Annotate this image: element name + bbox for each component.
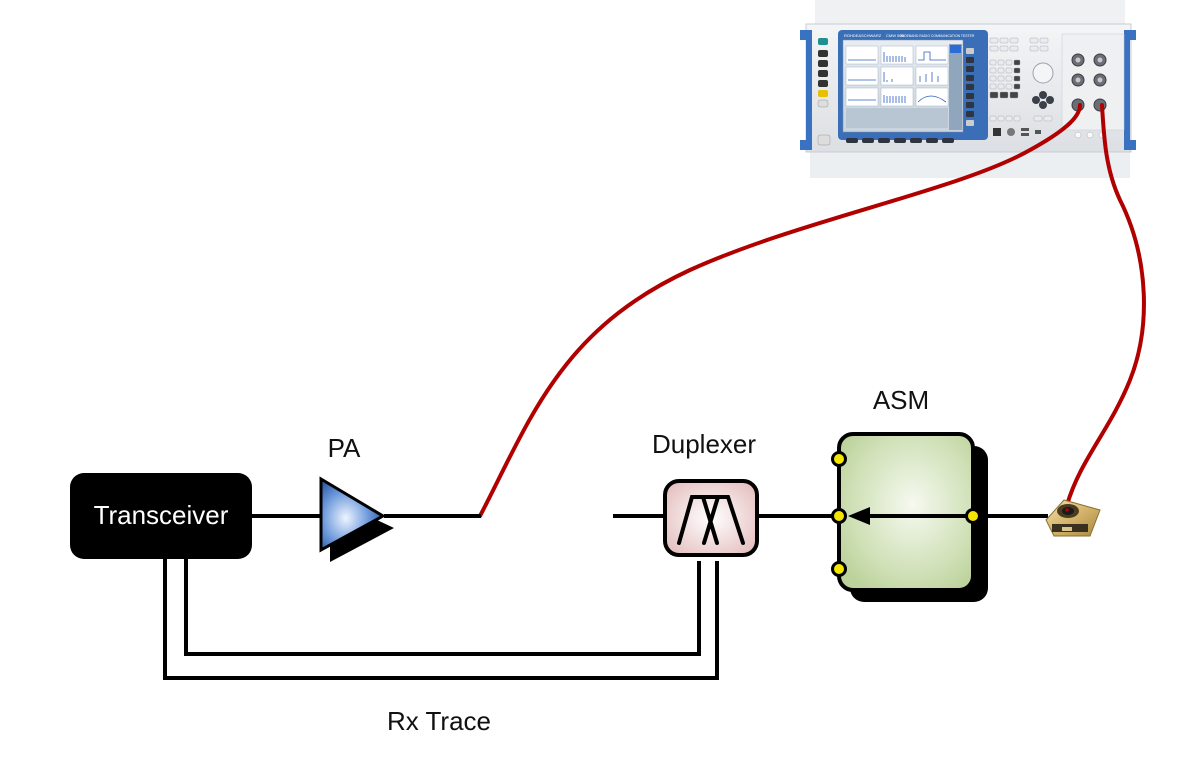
instrument-rf-panel xyxy=(1061,33,1125,131)
instrument-screen-status xyxy=(846,108,948,128)
transceiver-label: Transceiver xyxy=(94,500,229,530)
instrument-softkeys xyxy=(966,48,974,126)
instrument-subtitle: WIDEBAND RADIO COMMUNICATION TESTER xyxy=(900,34,975,38)
instrument-rotary-knob xyxy=(1032,62,1054,84)
rx-trace-outer xyxy=(163,558,719,680)
instrument-screen-softkeys-panel xyxy=(949,44,962,130)
asm-label: ASM xyxy=(873,385,929,415)
instrument-arrow-keys xyxy=(1032,91,1054,109)
pa-amplifier: PA xyxy=(319,433,394,562)
instrument-rf-ports xyxy=(1071,53,1107,112)
duplexer-filter-icon xyxy=(677,495,745,545)
instrument-bottom-softkeys xyxy=(846,138,954,143)
cable-connector-to-tester xyxy=(1065,103,1146,507)
asm-port-1 xyxy=(831,451,847,467)
rx-trace-label: Rx Trace xyxy=(387,706,491,736)
instrument-shadow xyxy=(810,150,1130,178)
transceiver-block: Transceiver xyxy=(70,473,252,559)
instrument-left-buttons xyxy=(817,38,831,146)
rx-trace-inner xyxy=(184,558,701,656)
pa-triangle xyxy=(319,476,387,553)
pa-label: PA xyxy=(328,433,361,463)
duplexer-block: Duplexer xyxy=(652,429,759,557)
asm-port-3 xyxy=(831,561,847,577)
cable-pa-to-tester xyxy=(478,103,1082,518)
asm-port-antenna xyxy=(965,508,981,524)
instrument-handle-right xyxy=(1124,30,1136,150)
duplexer-label: Duplexer xyxy=(652,429,756,459)
instrument-model: CMW 500 xyxy=(886,33,905,38)
instrument-handle-left xyxy=(800,30,812,150)
instrument-brand: ROHDE&SCHWARZ xyxy=(844,33,882,38)
instrument-top xyxy=(815,0,1125,26)
rf-connector xyxy=(1045,499,1101,537)
instrument-keypad xyxy=(989,37,1053,122)
asm-switch: ASM xyxy=(831,385,988,602)
instrument-screen-plots xyxy=(845,45,949,107)
asm-port-2 xyxy=(831,508,847,524)
instrument-cmw500: ROHDE&SCHWARZ CMW 500 WIDEBAND RADIO COM… xyxy=(800,0,1136,178)
asm-arrow-icon xyxy=(848,507,870,525)
rx-trace xyxy=(163,558,719,680)
